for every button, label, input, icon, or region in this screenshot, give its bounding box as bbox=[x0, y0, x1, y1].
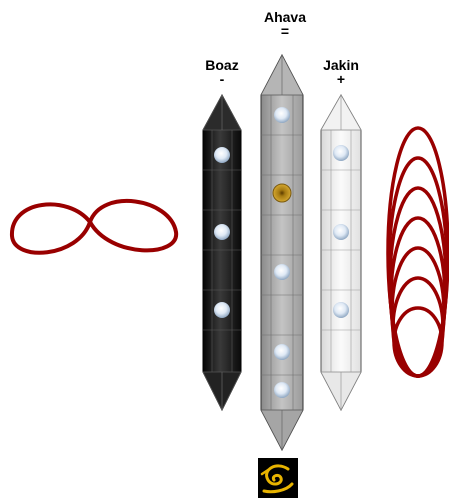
ahava-gem-1 bbox=[274, 107, 290, 123]
boaz-gem-3 bbox=[214, 302, 230, 318]
jakin-gem-2 bbox=[333, 224, 349, 240]
jakin-gem-1 bbox=[333, 145, 349, 161]
jakin-gem-3 bbox=[333, 302, 349, 318]
ahava-pillar bbox=[261, 55, 303, 450]
bottom-emblem bbox=[258, 458, 298, 498]
ahava-gem-2 bbox=[274, 264, 290, 280]
ahava-gem-3 bbox=[274, 344, 290, 360]
jakin-pillar bbox=[321, 95, 361, 410]
boaz-pillar bbox=[203, 95, 241, 410]
right-ellipses-ornament bbox=[388, 128, 448, 376]
ahava-gold-gem bbox=[273, 184, 291, 202]
ahava-gem-4 bbox=[274, 382, 290, 398]
left-loop-ornament bbox=[12, 201, 176, 253]
boaz-gem-2 bbox=[214, 224, 230, 240]
boaz-gem-1 bbox=[214, 147, 230, 163]
